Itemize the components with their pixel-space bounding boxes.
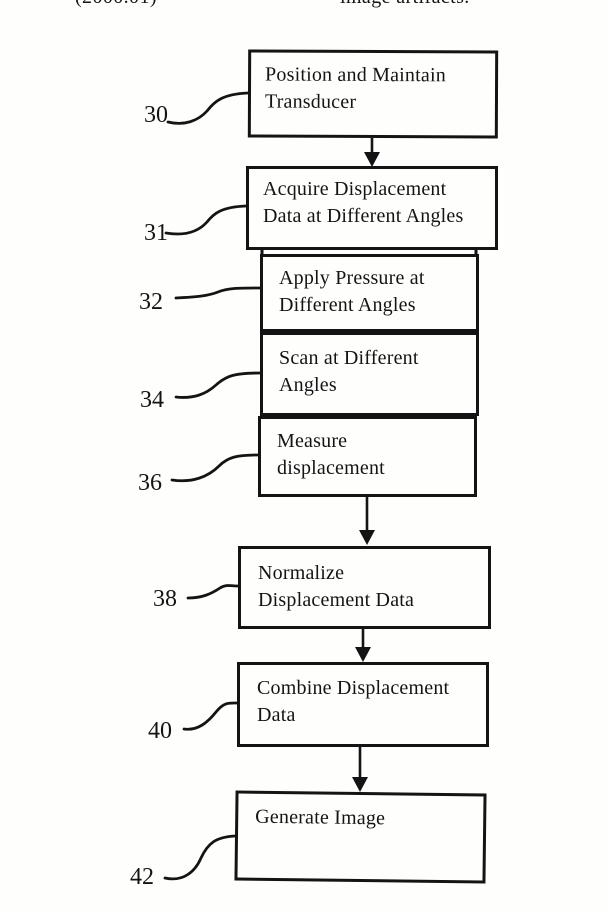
arrow-36-38: [359, 497, 375, 545]
leader-line-34: [174, 371, 262, 399]
ref-numeral-32: 32: [139, 289, 163, 315]
flow-box-normalize-displacement: Normalize Displacement Data: [238, 546, 491, 629]
flow-box-measure-displacement: Measure displacement: [258, 416, 477, 497]
leader-line-30: [166, 91, 250, 125]
leader-line-40: [182, 701, 239, 731]
leader-line-42: [163, 834, 237, 881]
flow-box-scan-angles: Scan at Different Angles: [260, 332, 479, 416]
leader-line-32: [174, 286, 262, 300]
flow-box-apply-pressure: Apply Pressure at Different Angles: [260, 254, 479, 332]
flow-box-combine-displacement: Combine Displacement Data: [237, 662, 489, 747]
flow-box-position-transducer: Position and Maintain Transducer: [247, 49, 499, 139]
clipped-text-fragment-left: (2000.01): [75, 0, 157, 9]
ref-numeral-42: 42: [130, 864, 154, 890]
flow-box-generate-image: Generate Image: [234, 790, 487, 884]
leader-line-38: [186, 584, 240, 600]
ref-numeral-31: 31: [144, 220, 168, 246]
ref-numeral-34: 34: [140, 387, 164, 413]
arrow-30-31: [364, 138, 380, 167]
arrow-38-40: [355, 629, 371, 662]
ref-numeral-36: 36: [138, 470, 162, 496]
flow-box-acquire-displacement: Acquire Displacement Data at Different A…: [246, 166, 498, 250]
ref-numeral-40: 40: [148, 718, 172, 744]
arrow-40-42: [352, 747, 368, 792]
leader-line-31: [164, 204, 248, 236]
ref-numeral-30: 30: [144, 102, 168, 128]
ref-numeral-38: 38: [153, 586, 177, 612]
clipped-text-fragment-right: image artifacts.: [340, 0, 470, 9]
leader-line-36: [170, 453, 260, 483]
